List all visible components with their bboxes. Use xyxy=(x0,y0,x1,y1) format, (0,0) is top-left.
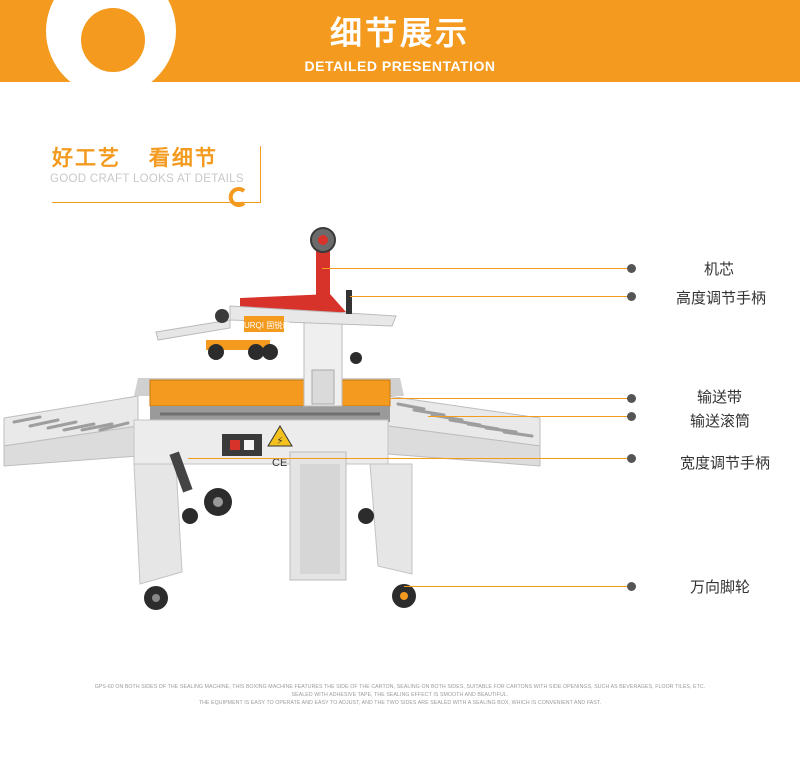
callout-line-caster xyxy=(404,586,632,587)
machine-body xyxy=(133,378,404,465)
callout-label-caster: 万向脚轮 xyxy=(689,578,750,596)
callout-line-width-handle xyxy=(188,458,632,459)
callout-line-conveyor-belt xyxy=(380,398,632,399)
description-line-2: SEALED WITH ADHESIVE TAPE, THE SEALING E… xyxy=(291,692,509,698)
craft-title: 好工艺 看细节 xyxy=(52,146,218,170)
craft-heading-frame xyxy=(52,146,261,203)
banner-subtitle: DETAILED PRESENTATION xyxy=(304,58,496,74)
callout-label-conveyor-roller: 输送滚筒 xyxy=(689,412,750,430)
left-roller-conveyor xyxy=(3,395,139,467)
callout-label-width-handle: 宽度调节手柄 xyxy=(679,454,770,472)
description-line-1: GPS-60 ON BOTH SIDES OF THE SEALING MACH… xyxy=(94,684,706,690)
banner-dot-decoration xyxy=(81,8,145,72)
callout-line-core xyxy=(322,268,632,269)
callout-line-conveyor-roller xyxy=(428,416,632,417)
machine-legs xyxy=(133,451,413,585)
callout-label-core: 机芯 xyxy=(703,260,734,278)
width-handle xyxy=(169,451,232,516)
callout-label-conveyor-belt: 输送带 xyxy=(696,388,742,406)
callout-dot-width-handle xyxy=(627,454,636,463)
ce-mark: CE xyxy=(272,457,287,469)
callout-dot-core xyxy=(627,264,636,273)
caution-symbol: ⚡ xyxy=(276,436,283,447)
header-banner: 细节展示 DETAILED PRESENTATION xyxy=(0,0,800,82)
caster-wheels xyxy=(144,508,416,610)
callout-label-height-handle: 高度调节手柄 xyxy=(675,289,766,307)
right-roller-conveyor xyxy=(387,395,541,467)
craft-subtitle: GOOD CRAFT LOOKS AT DETAILS xyxy=(50,173,244,185)
caution-sign xyxy=(267,425,293,447)
case-sealer-machine: GURQI 固锐奇 ⚡ CE xyxy=(3,227,541,610)
banner-title: 细节展示 xyxy=(329,14,470,52)
upper-tape-head: GURQI 固锐奇 xyxy=(155,290,397,364)
description-line-3: THE EQUIPMENT IS EASY TO OPERATE AND EAS… xyxy=(198,700,602,706)
brand-plate: GURQI 固锐奇 xyxy=(238,320,290,330)
callout-dot-conveyor-belt xyxy=(627,394,636,403)
callout-line-height-handle xyxy=(350,296,632,297)
callout-dot-height-handle xyxy=(627,292,636,301)
callout-dot-caster xyxy=(627,582,636,591)
hook-icon xyxy=(228,187,246,207)
callout-dot-conveyor-roller xyxy=(627,412,636,421)
